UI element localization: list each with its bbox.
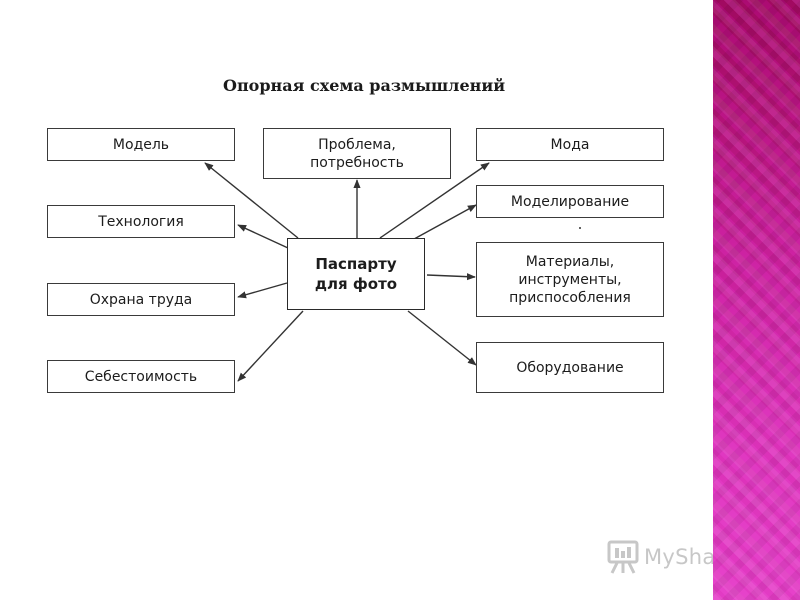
arrow-to-technology [237, 224, 289, 249]
arrow-to-equipment [407, 310, 477, 366]
presentation-board-icon [607, 540, 639, 574]
box-technology: Технология [47, 205, 235, 238]
arrow-to-materials [426, 273, 476, 281]
diagram-title: Опорная схема размышлений [223, 76, 506, 95]
slide: Опорная схема размышлений Модель Техноло… [47, 76, 751, 574]
box-labor-safety: Охрана труда [47, 283, 235, 316]
box-problem-need: Проблема, потребность [263, 128, 451, 179]
box-model: Модель [47, 128, 235, 161]
arrow-to-modeling [404, 204, 477, 245]
arrows-layer [204, 162, 490, 382]
arrow-to-fashion [379, 162, 490, 239]
box-materials-tools: Материалы, инструменты, приспособления [476, 242, 664, 317]
stray-dot [579, 227, 581, 229]
arrow-to-cost [237, 310, 304, 382]
center-node: Паспарту для фото [287, 238, 425, 310]
decorative-side-band [713, 0, 800, 600]
box-cost: Себестоимость [47, 360, 235, 393]
arrow-to-labor-safety [237, 282, 288, 299]
box-equipment: Оборудование [476, 342, 664, 393]
box-fashion: Мода [476, 128, 664, 161]
box-modeling: Моделирование [476, 185, 664, 218]
arrow-to-model [204, 162, 299, 239]
